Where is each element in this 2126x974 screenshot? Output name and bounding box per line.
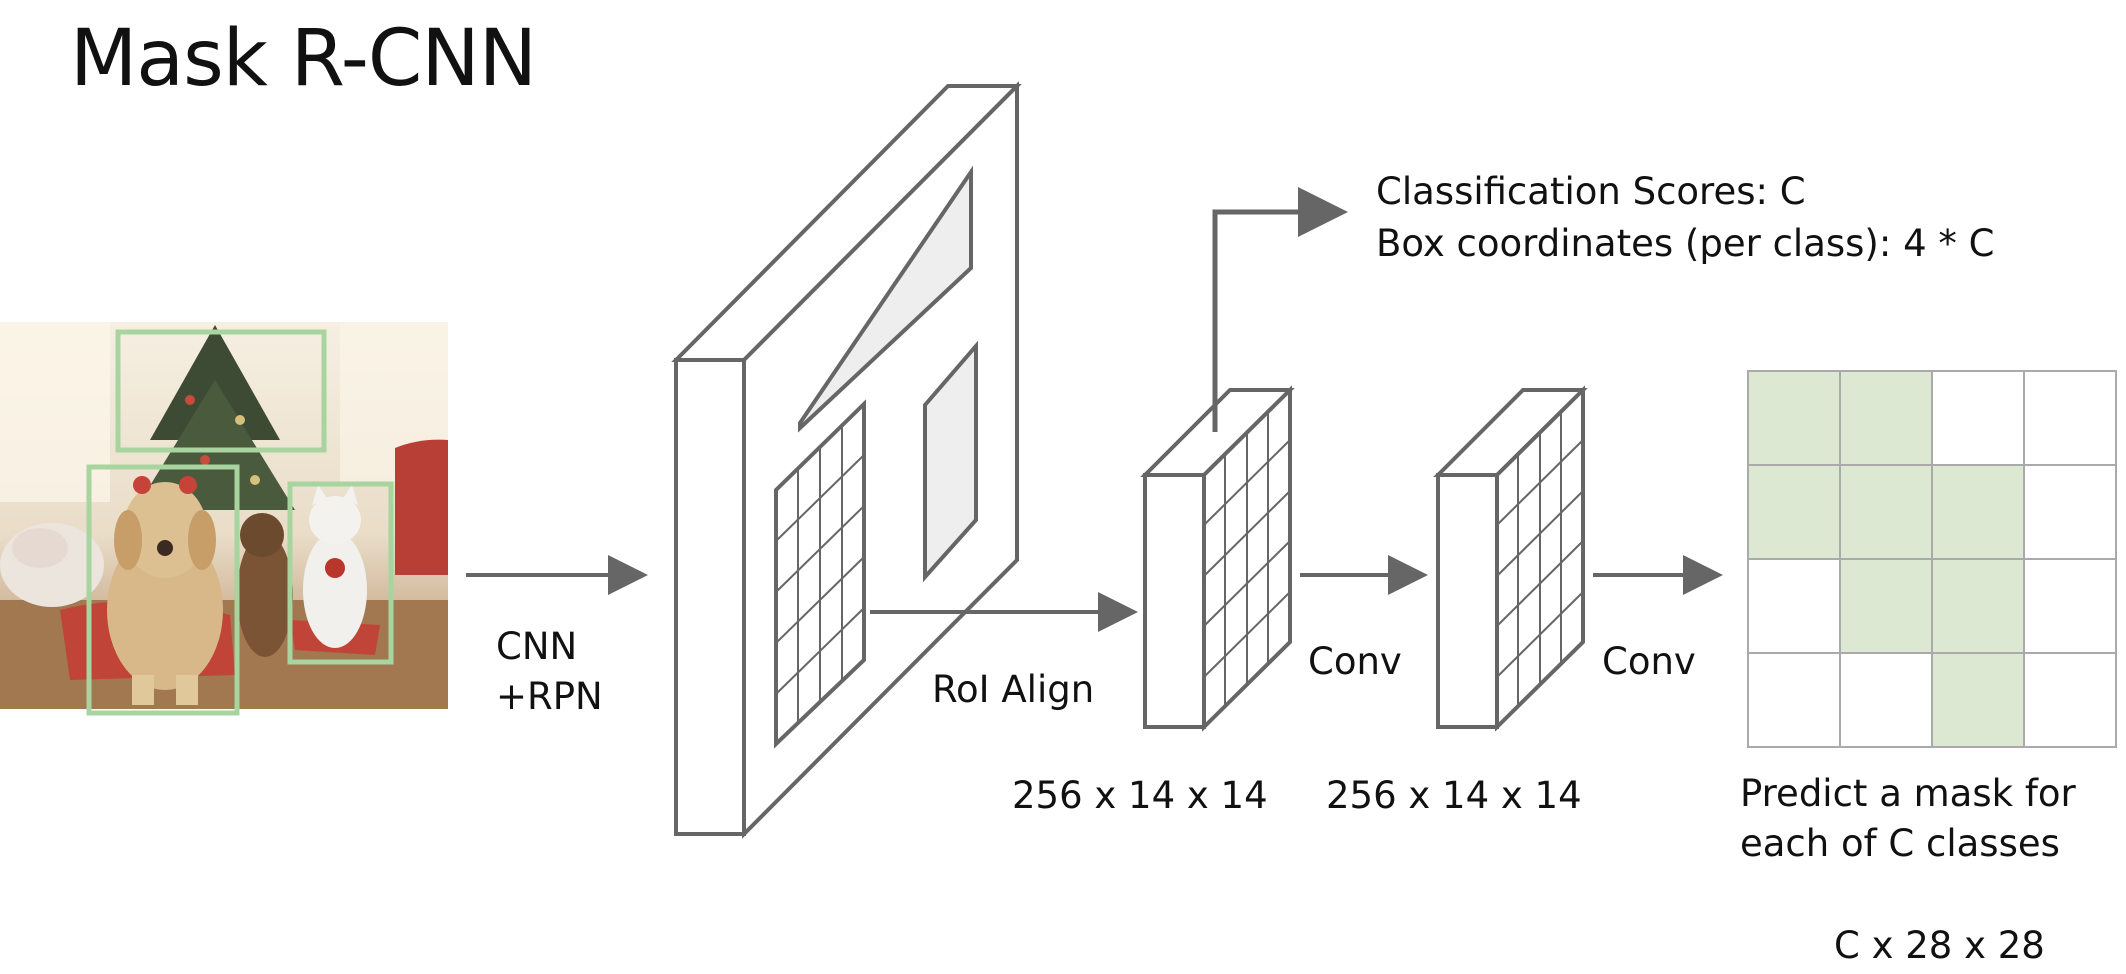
classification-scores-label: Classification Scores: C (1376, 170, 1806, 213)
dog-shape (107, 476, 223, 705)
mask-cell (2023, 558, 2117, 654)
bounding-box-dog (86, 464, 240, 716)
arrow-classification-branch (1212, 187, 1348, 432)
dims-label-2: 256 x 14 x 14 (1326, 774, 1582, 817)
mask-cell (2023, 464, 2117, 560)
roi-feature-block-1 (1140, 385, 1295, 732)
mask-grid (1747, 370, 2117, 748)
region-proposal-1 (798, 165, 973, 433)
roi-align-label: RoI Align (932, 668, 1095, 711)
mask-cell (1747, 370, 1841, 466)
region-grid (774, 399, 866, 749)
cnn-label: CNN (496, 625, 578, 668)
feature-map-block (671, 81, 1022, 839)
mask-description-line-1: Predict a mask for (1740, 772, 2076, 815)
mask-cell (1839, 370, 1933, 466)
bounding-box-tree (115, 329, 327, 453)
mask-cell (1931, 558, 2025, 654)
mask-cell (2023, 370, 2117, 466)
mask-cell (1747, 558, 1841, 654)
box-coordinates-label: Box coordinates (per class): 4 * C (1376, 222, 1995, 265)
mask-cell (1839, 652, 1933, 748)
dims-label-1: 256 x 14 x 14 (1012, 774, 1268, 817)
mask-cell (1839, 558, 1933, 654)
mask-dims-label: C x 28 x 28 (1834, 924, 2045, 967)
conv-label-1: Conv (1308, 640, 1402, 683)
mask-description-line-2: each of C classes (1740, 822, 2060, 865)
mask-cell (1747, 652, 1841, 748)
input-photo (0, 322, 448, 716)
mask-cell (1839, 464, 1933, 560)
mask-cell (1931, 652, 2025, 748)
rpn-label: +RPN (496, 675, 603, 718)
page-title: Mask R-CNN (70, 14, 537, 104)
conv-label-2: Conv (1602, 640, 1696, 683)
bounding-box-cat (287, 481, 394, 665)
cat-shape (303, 485, 367, 648)
mask-cell (2023, 652, 2117, 748)
mask-cell (1747, 464, 1841, 560)
mask-cell (1931, 464, 2025, 560)
roi-feature-block-2 (1433, 385, 1588, 732)
region-proposal-2 (923, 340, 978, 583)
tree-shape (135, 325, 295, 510)
mask-cell (1931, 370, 2025, 466)
